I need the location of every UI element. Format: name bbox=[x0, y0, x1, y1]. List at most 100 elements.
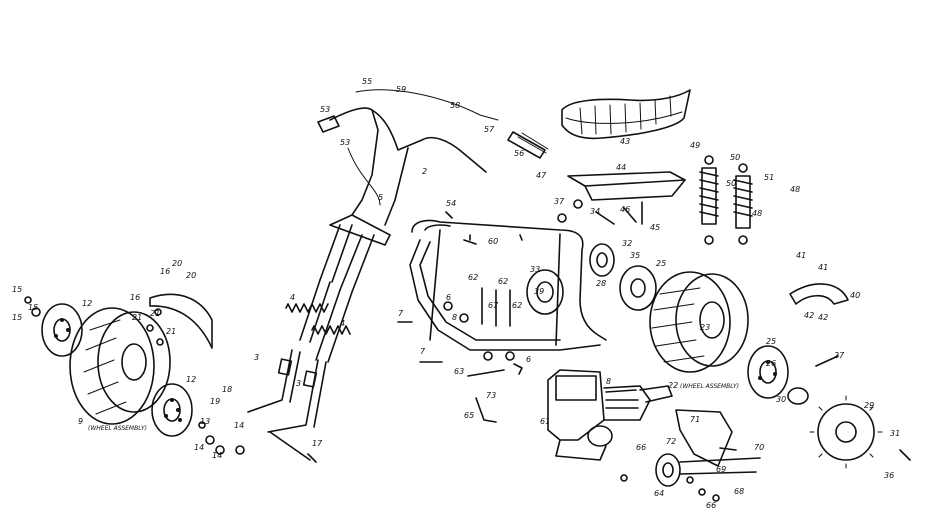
label-54: 54 bbox=[446, 199, 456, 208]
label-58: 58 bbox=[450, 101, 460, 110]
label-50a: 50 bbox=[730, 153, 740, 162]
label-32: 32 bbox=[622, 239, 632, 248]
label-51: 51 bbox=[764, 173, 774, 182]
label-57: 57 bbox=[484, 125, 495, 134]
label-12b: 12 bbox=[186, 375, 196, 384]
front-bearings bbox=[24, 296, 245, 455]
label-12a: 12 bbox=[82, 299, 92, 308]
label-33: 33 bbox=[530, 265, 540, 274]
label-20b: 20 bbox=[186, 271, 196, 280]
label-53a: 53 bbox=[320, 105, 330, 114]
label-14b: 14 bbox=[194, 443, 204, 452]
clutch bbox=[655, 453, 761, 487]
label-41a: 41 bbox=[796, 251, 806, 260]
rear-shocks bbox=[699, 155, 753, 245]
brake-drum bbox=[526, 269, 564, 315]
label-64: 64 bbox=[654, 489, 664, 498]
seat-bracket bbox=[567, 171, 686, 201]
label-16a: 16 bbox=[160, 267, 170, 276]
label-17: 17 bbox=[312, 439, 323, 448]
label-72: 72 bbox=[666, 437, 676, 446]
label-21a: 21 bbox=[132, 313, 142, 322]
label-18: 18 bbox=[222, 385, 232, 394]
label-6a: 6 bbox=[446, 293, 451, 302]
label-34: 34 bbox=[590, 207, 600, 216]
label-37: 37 bbox=[554, 197, 565, 206]
rear-sprocket bbox=[809, 395, 883, 469]
label-29: 29 bbox=[864, 401, 874, 410]
label-3a: 3 bbox=[254, 353, 259, 362]
label-7b: 7 bbox=[420, 347, 426, 356]
front-sprocket-hub bbox=[589, 243, 615, 277]
label-7a: 7 bbox=[398, 309, 404, 318]
axle-bolt bbox=[269, 431, 317, 463]
label-63: 63 bbox=[454, 367, 464, 376]
label-8b: 8 bbox=[606, 377, 611, 386]
label-45: 45 bbox=[650, 223, 660, 232]
label-21b: 21 bbox=[150, 309, 160, 318]
label-39: 39 bbox=[534, 287, 544, 296]
assembly-notes: (WHEEL ASSEMBLY) (WHEEL ASSEMBLY) bbox=[88, 383, 739, 432]
label-42a: 42 bbox=[804, 311, 814, 320]
label-22: 22 bbox=[668, 381, 678, 390]
front-wheel-assembly-note: (WHEEL ASSEMBLY) bbox=[88, 425, 147, 432]
label-68: 68 bbox=[734, 487, 744, 496]
label-61: 61 bbox=[540, 417, 550, 426]
label-4a: 4 bbox=[290, 293, 295, 302]
label-6b: 6 bbox=[526, 355, 531, 364]
label-71: 71 bbox=[690, 415, 700, 424]
label-48a: 48 bbox=[790, 185, 800, 194]
label-14a: 14 bbox=[234, 421, 244, 430]
label-49: 49 bbox=[690, 141, 700, 150]
grip-right bbox=[507, 131, 549, 159]
label-15b: 15 bbox=[28, 303, 38, 312]
label-50b: 50 bbox=[726, 179, 736, 188]
fork-tubes bbox=[299, 214, 391, 363]
label-56a: 56 bbox=[514, 149, 524, 158]
seat bbox=[561, 89, 691, 140]
label-48b: 48 bbox=[752, 209, 762, 218]
rear-hub-right bbox=[747, 345, 789, 399]
label-69: 69 bbox=[716, 465, 726, 474]
front-tire bbox=[69, 307, 171, 425]
engine-plate bbox=[675, 409, 733, 467]
label-41b: 41 bbox=[818, 263, 828, 272]
label-9: 9 bbox=[78, 417, 83, 426]
fork-springs bbox=[285, 303, 351, 335]
fork-legs bbox=[247, 349, 327, 433]
rear-wheel-assembly-note: (WHEEL ASSEMBLY) bbox=[680, 383, 739, 390]
label-20a: 20 bbox=[172, 259, 182, 268]
front-hub-left bbox=[41, 303, 83, 357]
label-21c: 21 bbox=[166, 327, 176, 336]
front-hub-right bbox=[151, 383, 193, 437]
label-40: 40 bbox=[850, 291, 860, 300]
label-47: 47 bbox=[536, 171, 547, 180]
label-19: 19 bbox=[210, 397, 220, 406]
rear-hub-left bbox=[619, 265, 657, 311]
label-15c: 15 bbox=[12, 313, 22, 322]
label-23: 23 bbox=[700, 323, 710, 332]
label-65: 65 bbox=[464, 411, 474, 420]
label-35: 35 bbox=[630, 251, 640, 260]
engine bbox=[547, 369, 673, 461]
label-66a: 66 bbox=[636, 443, 646, 452]
label-59: 59 bbox=[396, 85, 406, 94]
label-46: 46 bbox=[620, 205, 630, 214]
grip-left bbox=[317, 115, 340, 133]
label-62b: 62 bbox=[498, 277, 508, 286]
label-62c: 62 bbox=[512, 301, 522, 310]
label-62a: 62 bbox=[468, 273, 478, 282]
label-3b: 3 bbox=[296, 379, 301, 388]
rear-fender bbox=[789, 283, 849, 305]
label-28: 28 bbox=[596, 279, 606, 288]
label-73: 73 bbox=[486, 391, 496, 400]
part-labels: 55 59 58 53 53 57 56 2 5 54 60 43 44 47 … bbox=[12, 77, 900, 510]
frame bbox=[409, 219, 607, 351]
label-31: 31 bbox=[890, 429, 900, 438]
label-13: 13 bbox=[200, 417, 210, 426]
chain-guard-small bbox=[787, 387, 809, 405]
label-27: 27 bbox=[834, 351, 845, 360]
throttle-linkage bbox=[467, 363, 523, 423]
front-fender bbox=[149, 293, 213, 349]
label-36: 36 bbox=[884, 471, 894, 480]
